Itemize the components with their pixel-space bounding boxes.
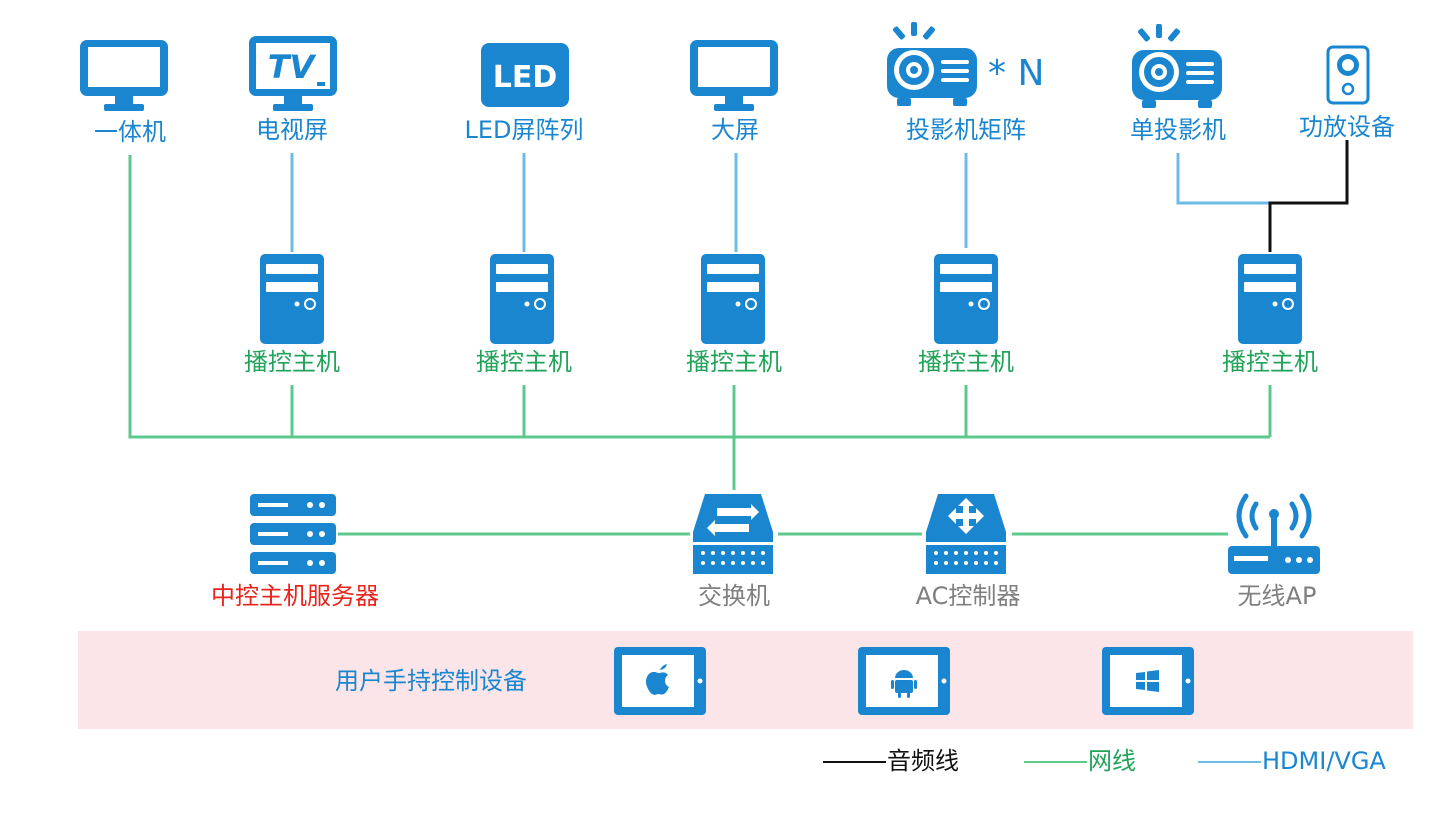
wireless-ap-label: 无线AP: [1237, 582, 1317, 610]
tablet-windows: [1102, 647, 1194, 715]
monitor-icon: [690, 40, 778, 111]
tablet-apple: [614, 647, 706, 715]
led-icon: LED: [481, 43, 569, 107]
tablet-android: [858, 647, 950, 715]
audio-line-amplifier: [1268, 140, 1349, 252]
amplifier-label: 功放设备: [1299, 113, 1395, 141]
router-icon: [926, 494, 1006, 574]
led-icon-text: LED: [493, 60, 558, 95]
legend-audio-label: 音频线: [887, 747, 959, 775]
host-server-icon: [934, 254, 998, 344]
legend-audio-line: [823, 761, 886, 763]
central-server-label: 中控主机服务器: [211, 582, 379, 610]
speaker-icon: [1326, 45, 1370, 105]
host-label: 播控主机: [476, 348, 572, 376]
host-label: 播控主机: [1222, 348, 1318, 376]
network-line-all-in-one: [128, 155, 1270, 439]
projector-matrix-label: 投影机矩阵: [906, 116, 1026, 144]
projector-icon: [1132, 24, 1222, 108]
tv-screen-label: 电视屏: [256, 116, 328, 144]
host-server-icon: [1238, 254, 1302, 344]
hdmi-line-single-projector: [1176, 153, 1270, 205]
apple-icon: [646, 664, 669, 695]
legend-network-label: 网线: [1088, 747, 1136, 775]
projector-count: * N: [988, 53, 1045, 94]
projector-icon: [887, 22, 977, 106]
single-projector-label: 单投影机: [1130, 116, 1226, 144]
switch-icon: [693, 494, 773, 574]
host-server-icon: [701, 254, 765, 344]
host-server-icon: [260, 254, 324, 344]
all-in-one-label: 一体机: [94, 118, 166, 146]
handheld-label: 用户手持控制设备: [335, 667, 527, 695]
led-array-label: LED屏阵列: [464, 116, 584, 144]
host-label: 播控主机: [244, 348, 340, 376]
host-label: 播控主机: [686, 348, 782, 376]
host-server-icon: [490, 254, 554, 344]
monitor-icon: [80, 40, 168, 111]
switch-label: 交换机: [698, 582, 770, 610]
legend-hdmi-label: HDMI/VGA: [1262, 747, 1386, 775]
big-screen-label: 大屏: [711, 116, 759, 144]
wifi-router-icon: [1228, 493, 1320, 574]
windows-icon: [1136, 670, 1159, 692]
tv-icon: TV: [249, 36, 337, 111]
tv-icon-text: TV: [268, 48, 317, 86]
ac-controller-label: AC控制器: [915, 582, 1021, 610]
handheld-devices-band: [78, 631, 1413, 729]
android-icon: [891, 670, 917, 698]
host-label: 播控主机: [918, 348, 1014, 376]
legend-hdmi-line: [1198, 761, 1261, 763]
legend-network-line: [1024, 761, 1087, 763]
server-rack-icon: [250, 494, 336, 574]
